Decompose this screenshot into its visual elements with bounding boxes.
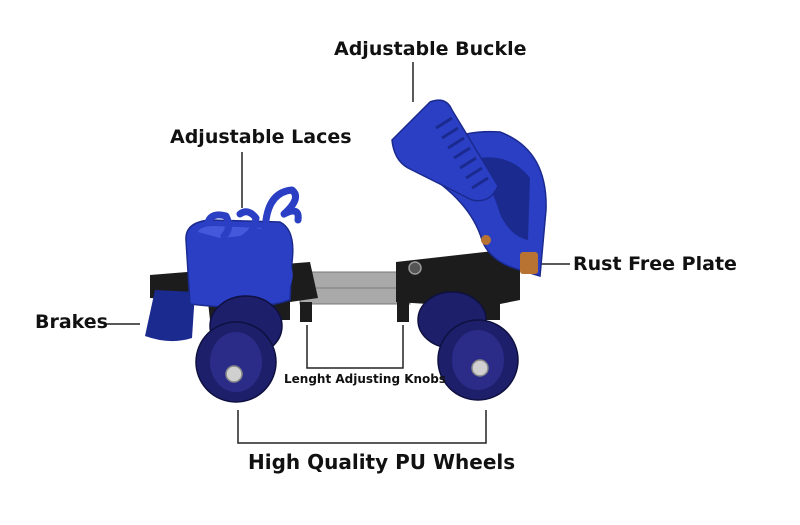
leader-knobs-bracket bbox=[306, 325, 404, 369]
rear-boot bbox=[185, 219, 294, 308]
knob-right bbox=[397, 302, 409, 322]
lace-middle bbox=[236, 208, 260, 240]
brake-pad bbox=[145, 290, 195, 342]
leader-wheels-bracket bbox=[237, 410, 487, 444]
rust-free-plate-bracket bbox=[520, 252, 538, 274]
label-pu-wheels: High Quality PU Wheels bbox=[248, 450, 516, 474]
wheels bbox=[195, 291, 519, 403]
label-adjustable-buckle: Adjustable Buckle bbox=[334, 38, 527, 60]
lace-strand-left bbox=[239, 234, 252, 270]
front-boot bbox=[391, 99, 547, 277]
adjusting-knobs bbox=[300, 302, 409, 322]
lace-left bbox=[204, 211, 233, 240]
rear-axle-nut bbox=[225, 365, 243, 383]
lace-loop-top bbox=[262, 186, 302, 224]
buckle-rivet bbox=[481, 235, 491, 245]
leader-lines bbox=[104, 62, 570, 444]
lace-strand-down bbox=[254, 228, 293, 290]
label-brakes: Brakes bbox=[35, 311, 108, 333]
knob-left bbox=[300, 302, 312, 322]
front-axle-nut bbox=[471, 359, 489, 377]
buckle-ratchet bbox=[435, 116, 489, 190]
brake bbox=[145, 290, 195, 342]
extension-bar bbox=[299, 271, 411, 305]
label-adjustable-laces: Adjustable Laces bbox=[170, 126, 352, 148]
laces bbox=[204, 186, 302, 290]
label-length-adjusting-knobs: Lenght Adjusting Knobs bbox=[284, 372, 447, 386]
front-wheel-front bbox=[437, 319, 519, 401]
front-plate-screw bbox=[408, 261, 422, 275]
rear-wheel-front bbox=[195, 321, 277, 403]
label-rust-free-plate: Rust Free Plate bbox=[573, 253, 737, 275]
